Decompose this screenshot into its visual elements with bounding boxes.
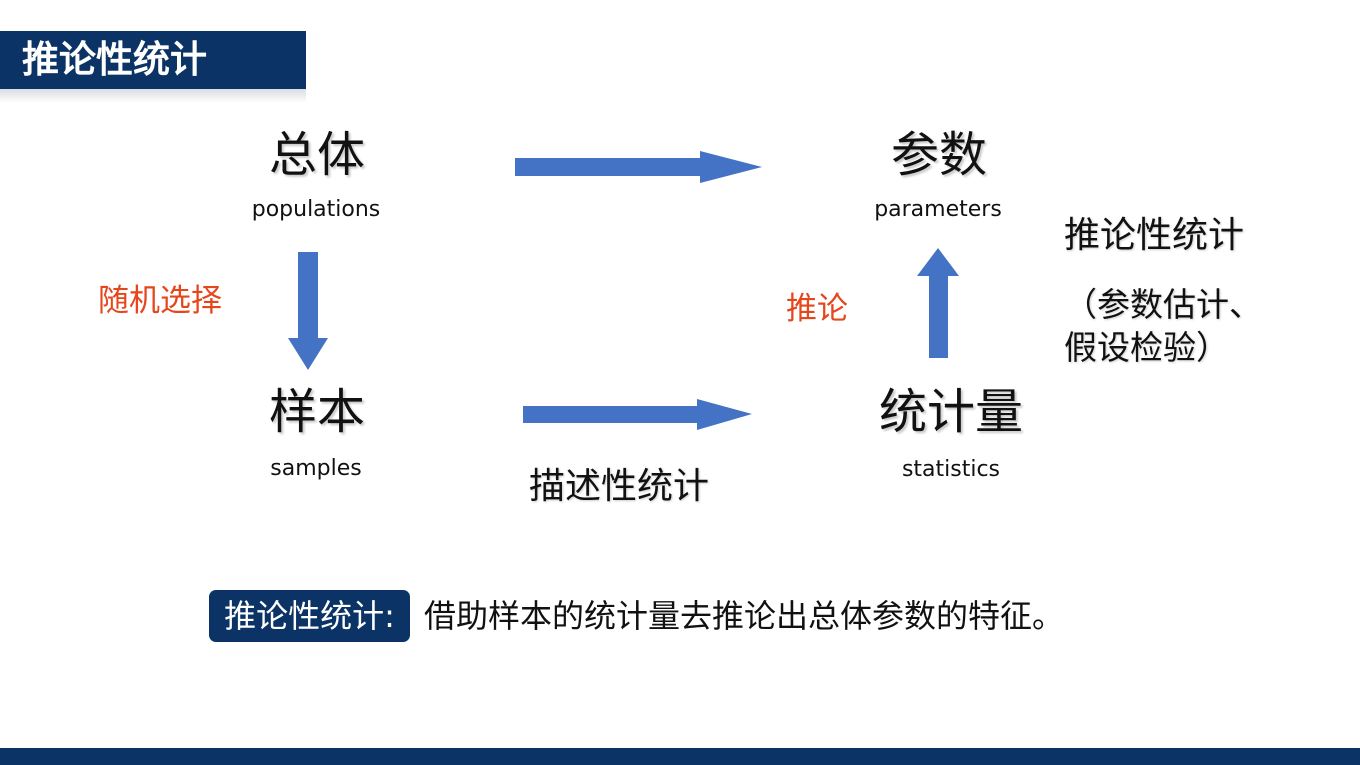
definition-term-badge: 推论性统计: — [209, 590, 410, 642]
arrow-sample-to-statistic — [523, 399, 752, 430]
title-banner — [0, 31, 306, 89]
arrow-population-to-parameter — [515, 151, 762, 183]
label-inferential-statistics: 推论性统计 — [1064, 215, 1245, 256]
definition-text: 借助样本的统计量去推论出总体参数的特征。 — [424, 597, 1065, 635]
label-random-selection: 随机选择 — [98, 283, 222, 319]
arrow-statistic-to-parameter — [917, 248, 959, 358]
node-sample-en: samples — [270, 456, 362, 481]
node-sample-cn: 样本 — [268, 384, 365, 440]
node-parameter-en: parameters — [874, 197, 1002, 222]
node-population-cn: 总体 — [268, 127, 365, 183]
footer-bar — [0, 748, 1360, 765]
label-inferential-detail-2: 假设检验） — [1064, 328, 1229, 367]
title-banner-shadow — [0, 89, 306, 103]
page-title: 推论性统计 — [22, 38, 207, 81]
label-inference: 推论 — [786, 291, 848, 327]
arrow-population-to-sample — [288, 252, 328, 370]
node-statistic-cn: 统计量 — [878, 384, 1023, 440]
label-inferential-detail-1: （参数估计、 — [1064, 285, 1262, 324]
node-parameter-cn: 参数 — [890, 127, 987, 183]
node-population-en: populations — [251, 197, 381, 222]
label-descriptive-statistics: 描述性统计 — [529, 466, 710, 507]
node-statistic-en: statistics — [901, 457, 1001, 482]
